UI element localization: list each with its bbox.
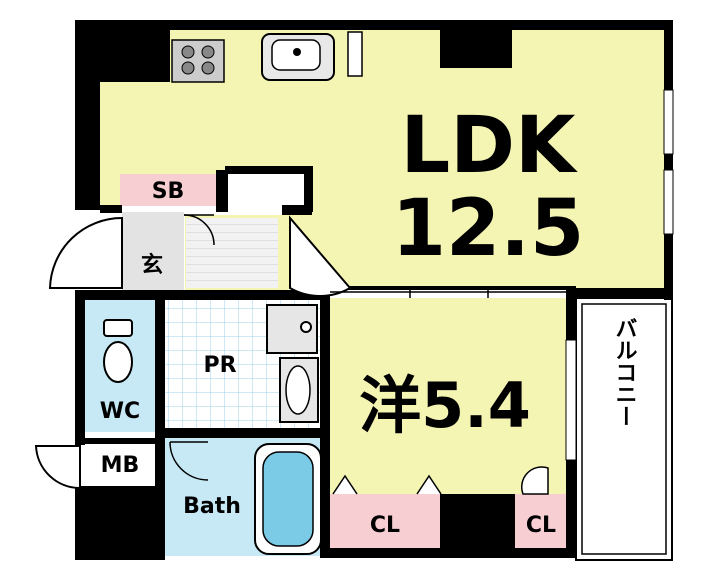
balcony-label: バルコニー	[612, 317, 637, 427]
walls	[75, 20, 673, 560]
closet-left-floor	[330, 494, 442, 552]
wc-label: WC	[100, 399, 140, 424]
mb-door-icon	[34, 445, 81, 490]
genkan-floor	[122, 212, 184, 290]
closet-right-floor	[515, 494, 568, 552]
closet-left-label: CL	[370, 513, 400, 538]
stove-icon	[171, 39, 225, 83]
balcony-window	[565, 339, 577, 461]
closet-door-icon	[289, 215, 352, 298]
washing-machine-icon	[266, 304, 318, 354]
western-sliding-window	[330, 286, 566, 298]
mb-floor	[80, 440, 160, 488]
mb-label: MB	[101, 453, 140, 478]
western-room-name: 洋	[359, 369, 421, 442]
genkan-label: 玄	[141, 252, 163, 278]
western-closet-door-icon	[332, 466, 549, 495]
kitchen-sink-icon	[261, 33, 335, 81]
toilet-icon	[103, 319, 133, 383]
bath-door-icon	[169, 441, 209, 481]
pr-label: PR	[203, 353, 236, 378]
wash-basin-icon	[279, 357, 319, 423]
western-room-label: 洋5.4	[359, 369, 531, 442]
closet-right-label: CL	[526, 513, 556, 538]
sb-floor	[120, 174, 216, 206]
ldk-floor	[100, 28, 668, 292]
western-room-size: 5.4	[421, 369, 531, 442]
balcony-floor	[575, 297, 673, 561]
bathtub-icon	[254, 443, 322, 555]
western-floor	[330, 298, 568, 494]
genkan-cabinet-door-icon	[183, 214, 215, 246]
ldk-label: LDK	[401, 101, 578, 191]
bath-label: Bath	[183, 494, 241, 519]
ldk-size-label: 12.5	[392, 184, 584, 274]
entrance-door-icon	[48, 216, 123, 289]
sb-label: SB	[152, 179, 185, 204]
